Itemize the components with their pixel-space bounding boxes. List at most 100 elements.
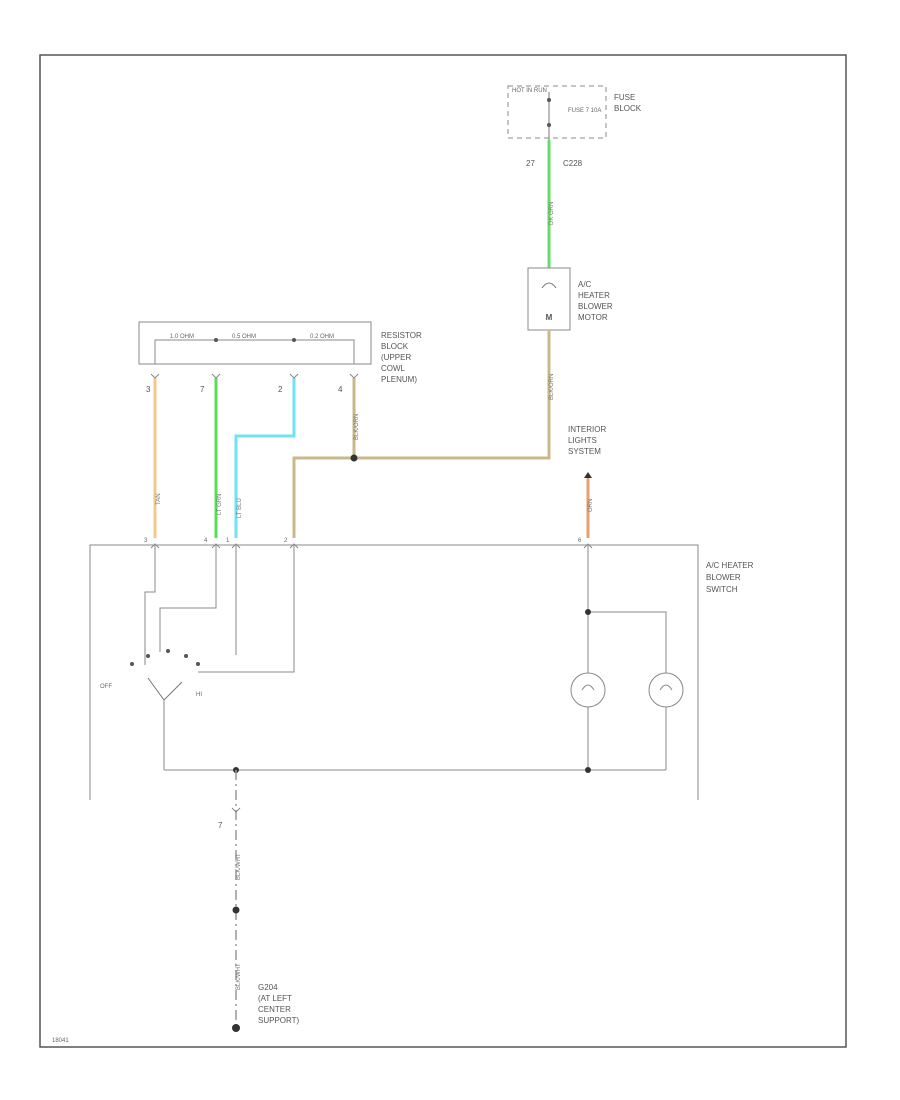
wire-orn-label: ORN bbox=[588, 499, 594, 512]
switch-internal-pin3 bbox=[144, 545, 156, 665]
switch-hi-label: HI bbox=[196, 692, 202, 698]
wire-tan: TAN bbox=[153, 378, 162, 538]
indicator-bulb-1 bbox=[570, 672, 606, 708]
resistor-1-value: 1.0 OHM bbox=[170, 334, 194, 340]
connector-mark bbox=[150, 543, 160, 549]
wire-dk-grn-label: DK GRN bbox=[549, 202, 555, 225]
interior-lights-arrow bbox=[584, 472, 592, 478]
blower-switch-name-1: A/C HEATER bbox=[706, 561, 754, 570]
connector-mark bbox=[349, 373, 359, 379]
resistor-pin-7: 7 bbox=[200, 385, 205, 394]
ground-name-2: (AT LEFT bbox=[258, 994, 292, 1003]
lamp-feed-2 bbox=[588, 611, 667, 770]
resistor-pin-3: 3 bbox=[146, 385, 151, 394]
blower-switch: A/C HEATER BLOWER SWITCH 3 4 1 2 6 OFF H… bbox=[89, 538, 754, 800]
hot-in-run-label: HOT IN RUN bbox=[512, 88, 547, 94]
ground-name-4: SUPPORT) bbox=[258, 1016, 300, 1025]
wire-blk-orn-switch: BLK/ORN bbox=[292, 378, 360, 538]
resistor-block-name-5: PLENUM) bbox=[381, 375, 417, 384]
ground-wire: 7 BLK/WHT BLK/WHT G204 (AT LEFT CENTER S… bbox=[218, 770, 300, 1032]
ground-name-1: G204 bbox=[258, 983, 278, 992]
ground-pin-label: 7 bbox=[218, 821, 223, 830]
wire-lt-grn-label: LT GRN bbox=[217, 494, 223, 515]
switch-contact-off bbox=[130, 662, 134, 666]
switch-pin-1: 1 bbox=[226, 538, 230, 544]
wire-lt-blu-line bbox=[234, 378, 296, 538]
switch-contact-med2 bbox=[184, 654, 188, 658]
switch-pin-2: 2 bbox=[284, 538, 288, 544]
resistor-2-value: 0.5 OHM bbox=[232, 334, 256, 340]
wire-blk-orn-motor-line bbox=[354, 330, 551, 460]
interior-lights-name-3: SYSTEM bbox=[568, 447, 601, 456]
interior-lights-name-2: LIGHTS bbox=[568, 436, 597, 445]
blower-motor-name-2: HEATER bbox=[578, 291, 610, 300]
wire-tan-label: TAN bbox=[156, 493, 162, 505]
resistor-3-value: 0.2 OHM bbox=[310, 334, 334, 340]
lamp-splice-top bbox=[585, 609, 591, 615]
wire-lt-grn: LT GRN bbox=[214, 378, 223, 538]
indicator-bulb-2 bbox=[648, 672, 684, 708]
resistor-block-name-3: (UPPER bbox=[381, 353, 411, 362]
wire-dk-grn: DK GRN bbox=[547, 140, 555, 268]
bulb-filament-2 bbox=[659, 684, 673, 691]
connector-mark bbox=[211, 373, 221, 379]
connector-mark bbox=[231, 543, 241, 549]
resistor-block-name-2: BLOCK bbox=[381, 342, 409, 351]
fuse-pin-label: 27 bbox=[526, 159, 535, 168]
resistor-tap-1 bbox=[214, 338, 218, 342]
ground-connector-mark bbox=[231, 807, 241, 813]
resistor-pin-4: 4 bbox=[338, 385, 343, 394]
blower-motor-name-4: MOTOR bbox=[578, 313, 608, 322]
motor-symbol: M bbox=[546, 313, 553, 322]
switch-pin-4: 4 bbox=[204, 538, 208, 544]
blower-motor: M A/C HEATER BLOWER MOTOR bbox=[527, 267, 613, 331]
connector-mark bbox=[150, 373, 160, 379]
resistor-block-name-1: RESISTOR bbox=[381, 331, 422, 340]
resistor-tap-2 bbox=[292, 338, 296, 342]
blower-switch-outline bbox=[89, 544, 699, 800]
switch-internal-pin4 bbox=[159, 545, 217, 652]
switch-pin-3: 3 bbox=[144, 538, 148, 544]
wire-blk-orn-motor: BLK/ORN bbox=[354, 330, 555, 460]
connector-mark bbox=[583, 543, 593, 549]
interior-lights: INTERIOR LIGHTS SYSTEM ORN bbox=[568, 425, 606, 538]
connector-mark bbox=[211, 543, 221, 549]
switch-off-label: OFF bbox=[100, 684, 112, 690]
resistor-block-outline bbox=[138, 321, 372, 365]
lamp-splice-bottom bbox=[585, 767, 591, 773]
resistor-pin-2: 2 bbox=[278, 385, 283, 394]
ground-name-3: CENTER bbox=[258, 1005, 291, 1014]
switch-contact-hi bbox=[196, 662, 200, 666]
wire-lt-blu: LT BLU bbox=[234, 378, 296, 538]
splice-dot bbox=[350, 454, 358, 462]
resistor-chain bbox=[154, 339, 355, 364]
wire-blk-wht-label-2: BLK/WHT bbox=[236, 963, 242, 990]
blower-motor-name-3: BLOWER bbox=[578, 302, 613, 311]
switch-pin-6: 6 bbox=[578, 538, 582, 544]
fuse-connector-label: C228 bbox=[563, 159, 583, 168]
wire-blk-orn-resistor-label: BLK/ORN bbox=[354, 414, 360, 440]
ground-point bbox=[232, 1024, 240, 1032]
fuse-block-name-2: BLOCK bbox=[614, 104, 642, 113]
fuse-block-name-1: FUSE bbox=[614, 93, 635, 102]
ground-splice-2 bbox=[232, 906, 240, 914]
wire-blk-orn-switch-line bbox=[292, 378, 356, 538]
resistor-connectors bbox=[150, 373, 359, 379]
connector-mark bbox=[289, 543, 299, 549]
fuse-block-outline bbox=[507, 85, 607, 139]
connector-mark bbox=[289, 373, 299, 379]
wire-lt-blu-label: LT BLU bbox=[237, 498, 243, 518]
fuse-terminal-top bbox=[547, 98, 551, 102]
blower-motor-name-1: A/C bbox=[578, 280, 592, 289]
switch-internal-pin2 bbox=[198, 545, 295, 673]
fuse-terminal-bottom bbox=[547, 123, 551, 127]
figure-id: 18041 bbox=[52, 1038, 69, 1044]
fuse-value-label: FUSE 7 10A bbox=[568, 108, 601, 114]
wire-blk-orn-motor-label: BLK/ORN bbox=[549, 374, 555, 400]
switch-wiper-2 bbox=[163, 681, 183, 701]
resistor-block-name-4: COWL bbox=[381, 364, 406, 373]
diagram-frame bbox=[39, 54, 847, 1048]
switch-contact-low bbox=[146, 654, 150, 658]
resistor-block: 1.0 OHM 0.5 OHM 0.2 OHM RESISTOR BLOCK (… bbox=[138, 321, 422, 394]
